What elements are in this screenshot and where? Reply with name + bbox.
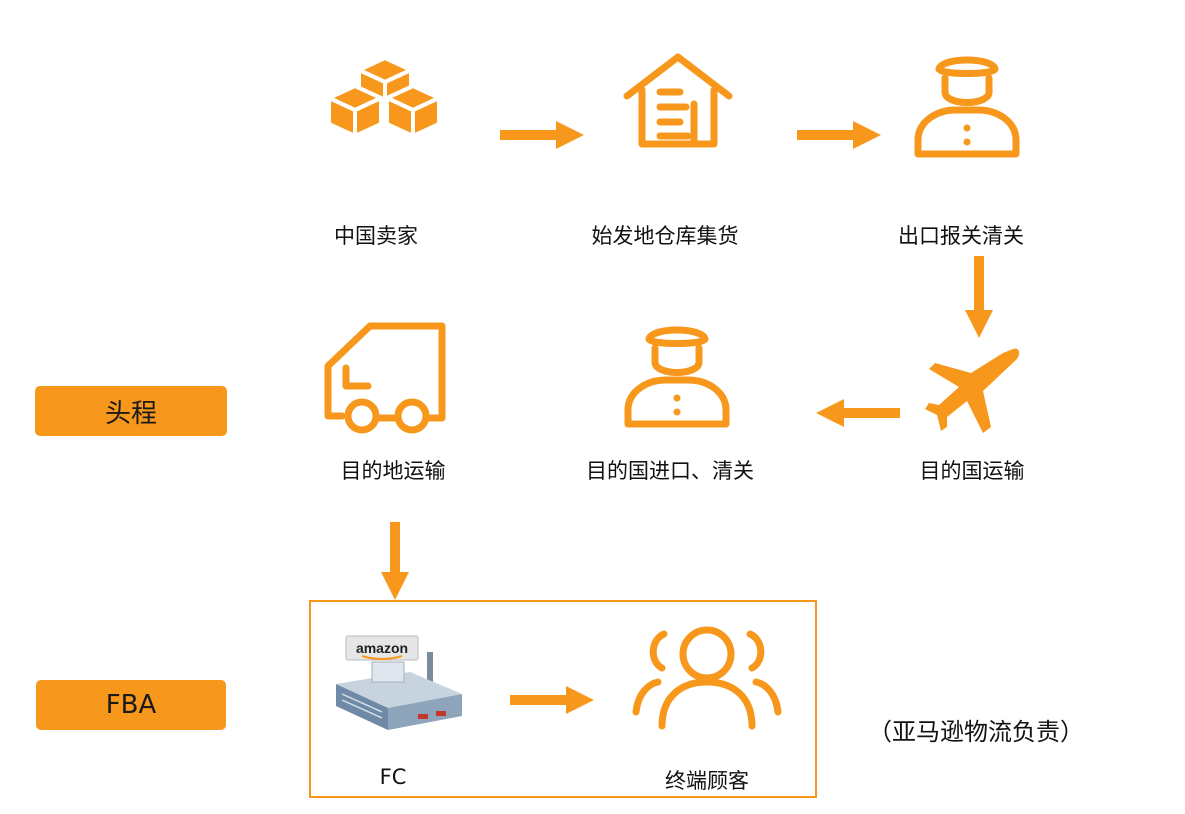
arrow-down-icon: [964, 256, 994, 340]
customs-officer-icon: [912, 50, 1022, 160]
step-label-destination-transport: 目的国运输: [919, 459, 1025, 483]
boxes-icon: [325, 52, 441, 144]
end-customer-label: 终端顾客: [665, 769, 749, 793]
step-label-origin-warehouse: 始发地仓库集货: [591, 224, 739, 248]
airplane-icon: [925, 345, 1021, 433]
arrow-down-icon: [380, 522, 410, 602]
step-label-export-customs: 出口报关清关: [898, 224, 1024, 248]
step-label-china-seller: 中国卖家: [334, 224, 418, 248]
step-label-destination-delivery: 目的地运输: [340, 459, 446, 483]
fba-badge: FBA: [36, 680, 226, 730]
amazon-warehouse-icon: amazon: [332, 632, 467, 732]
fc-label: FC: [379, 765, 407, 789]
arrow-right-icon: [510, 685, 595, 715]
arrow-right-icon: [500, 120, 585, 150]
amazon-logistics-note: （亚马逊物流负责）: [868, 718, 1084, 746]
fba-section-box: [309, 600, 817, 798]
arrow-left-icon: [815, 398, 900, 428]
customers-icon: [632, 618, 782, 730]
warehouse-icon: [622, 52, 734, 148]
truck-icon: [322, 320, 448, 436]
arrow-right-icon: [797, 120, 882, 150]
first-leg-badge: 头程: [35, 386, 227, 436]
customs-officer-icon: [622, 320, 732, 430]
amazon-sign-text: amazon: [356, 640, 408, 656]
step-label-import-customs: 目的国进口、清关: [586, 459, 754, 483]
